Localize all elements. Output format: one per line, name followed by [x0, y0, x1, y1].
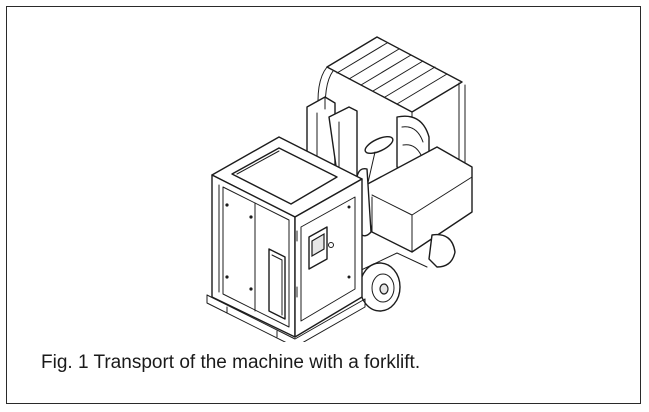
machine-cabinet [206, 136, 366, 342]
figure-frame: Fig. 1 Transport of the machine with a f… [6, 6, 641, 404]
figure-caption: Fig. 1 Transport of the machine with a f… [41, 352, 421, 373]
forklift-drawing [206, 36, 473, 342]
forklift-machine-illustration-icon [197, 27, 487, 342]
forklift-wheels [356, 233, 456, 312]
forklift-body [356, 135, 473, 253]
